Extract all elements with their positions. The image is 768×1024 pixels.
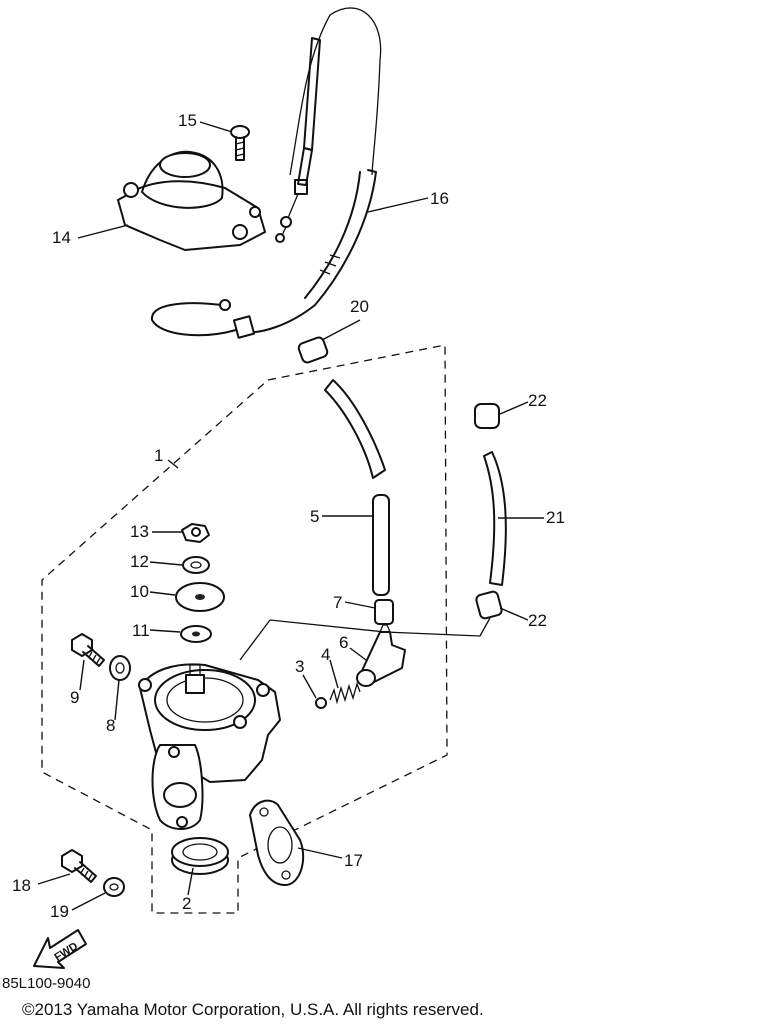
callout-19: 19 <box>50 902 69 921</box>
assembly-line <box>239 617 491 661</box>
collar-20 <box>297 336 329 364</box>
pump-cover <box>117 150 266 251</box>
callout-16: 16 <box>430 189 449 208</box>
washer-12 <box>182 556 210 574</box>
ball-3 <box>315 697 327 709</box>
callout-6: 6 <box>339 633 348 652</box>
hose-5-upper <box>324 379 386 479</box>
fwd-arrow-icon: FWD <box>33 929 87 969</box>
callout-21: 21 <box>546 508 565 527</box>
bolt-9 <box>71 633 105 667</box>
collar-7 <box>374 599 394 625</box>
callout-5: 5 <box>310 507 319 526</box>
leader-lines <box>37 121 544 911</box>
part-code: 85L100-9040 <box>2 975 91 992</box>
pump-body <box>138 663 281 830</box>
callout-12: 12 <box>130 552 149 571</box>
callout-3: 3 <box>295 657 304 676</box>
callout-15: 15 <box>178 111 197 130</box>
collar-22-upper <box>474 403 500 429</box>
assembly-boundary <box>41 344 448 914</box>
callout-1: 1 <box>154 446 163 465</box>
copyright-notice: ©2013 Yamaha Motor Corporation, U.S.A. A… <box>22 1000 484 1019</box>
callout-8: 8 <box>106 716 115 735</box>
callout-18: 18 <box>12 876 31 895</box>
callout-22-upper: 22 <box>528 391 547 410</box>
washer-8 <box>109 655 131 681</box>
screw-15 <box>230 125 250 161</box>
throttle-cable <box>150 7 382 339</box>
callout-4: 4 <box>321 645 330 664</box>
elbow-fitting-6 <box>356 624 406 687</box>
washer-19 <box>103 877 125 897</box>
callout-11: 11 <box>132 621 150 640</box>
callout-13: 13 <box>130 522 149 541</box>
callout-9: 9 <box>70 688 79 707</box>
nut-13 <box>181 523 210 543</box>
washer-11 <box>180 625 212 643</box>
callout-20: 20 <box>350 297 369 316</box>
seal-2 <box>171 837 229 875</box>
callout-22-lower: 22 <box>528 611 547 630</box>
callout-7: 7 <box>333 593 342 612</box>
callout-17: 17 <box>344 851 363 870</box>
hose-5-lower <box>372 494 390 596</box>
diaphragm-10 <box>175 582 225 612</box>
callout-14: 14 <box>52 228 71 247</box>
callout-2: 2 <box>182 894 191 913</box>
spring-4 <box>329 681 361 705</box>
bolt-18 <box>61 849 97 883</box>
hose-21 <box>483 451 507 586</box>
gasket-17 <box>249 799 305 886</box>
callout-10: 10 <box>130 582 149 601</box>
collar-22-lower <box>475 590 503 620</box>
